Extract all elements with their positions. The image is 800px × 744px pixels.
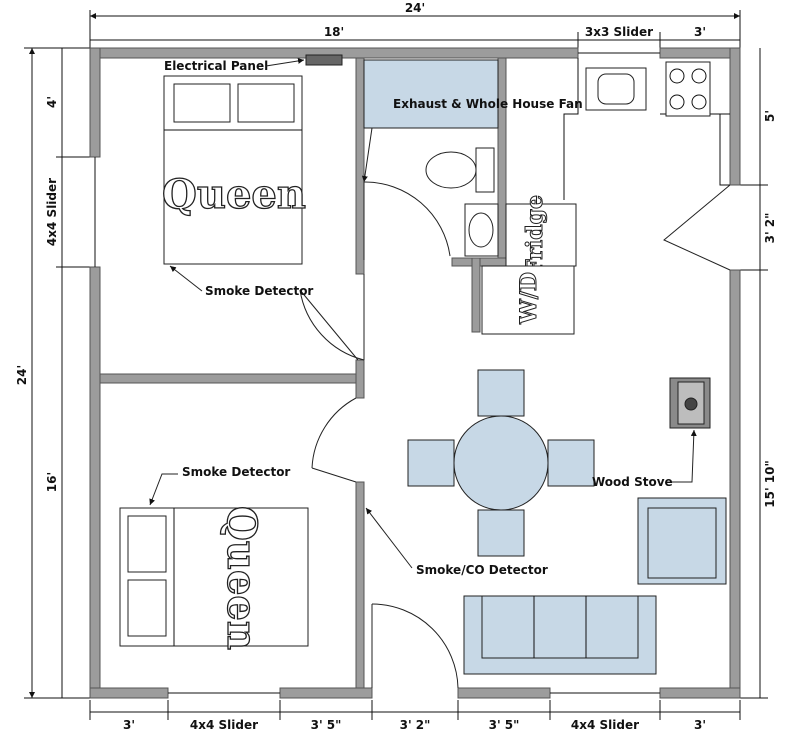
exhaust-fan-area xyxy=(363,59,499,129)
sofa xyxy=(463,595,657,675)
dim-top-slider: 3x3 Slider xyxy=(585,25,653,39)
washer-dryer-label: W/D xyxy=(516,272,542,325)
dim-right-bottom: 15' 10" xyxy=(763,460,777,508)
bed-bottom-label: Queen xyxy=(218,506,265,650)
exterior-walls xyxy=(89,47,741,699)
dim-top-right: 3' xyxy=(694,25,706,39)
bed-bottom: Queen xyxy=(119,505,309,651)
dim-bottom-6: 4x4 Slider xyxy=(571,718,639,732)
dim-right-top: 5' xyxy=(763,110,777,122)
doors xyxy=(299,181,731,689)
dim-bottom-3: 3' 5" xyxy=(311,718,342,732)
chair-left xyxy=(407,439,455,487)
dim-right-middle: 3' 2" xyxy=(763,213,777,244)
dining-set xyxy=(407,369,595,557)
dim-top-left: 18' xyxy=(324,25,344,39)
fridge: Fridge xyxy=(505,195,577,275)
wood-stove xyxy=(669,377,711,429)
label-exhaust-fan: Exhaust & Whole House Fan xyxy=(393,97,583,111)
interior-walls xyxy=(99,57,730,689)
toilet xyxy=(425,147,495,193)
label-wood-stove: Wood Stove xyxy=(592,475,673,489)
dim-bottom-2: 4x4 Slider xyxy=(190,718,258,732)
dim-left-top: 4' xyxy=(45,96,59,108)
label-smoke-detector-1: Smoke Detector xyxy=(205,284,313,298)
dining-table xyxy=(453,415,549,511)
armchair xyxy=(637,497,727,585)
chair-top xyxy=(477,369,525,417)
dim-top-total: 24' xyxy=(405,1,425,15)
dimension-lines xyxy=(24,10,768,720)
bathroom-sink xyxy=(464,203,499,257)
dim-left-slider: 4x4 Slider xyxy=(45,178,59,246)
chair-bottom xyxy=(477,509,525,557)
bed-top-label: Queen xyxy=(162,171,306,218)
stove xyxy=(665,61,711,117)
dim-left-total: 24' xyxy=(15,365,29,385)
dim-bottom-5: 3' 5" xyxy=(489,718,520,732)
chair-right xyxy=(547,439,595,487)
kitchen-sink xyxy=(585,67,647,111)
electrical-panel xyxy=(305,54,343,66)
fridge-label: Fridge xyxy=(522,195,548,275)
dim-left-bottom: 16' xyxy=(45,472,59,492)
bed-top: Queen xyxy=(161,75,307,265)
dim-bottom-4: 3' 2" xyxy=(400,718,431,732)
label-smoke-detector-2: Smoke Detector xyxy=(182,465,290,479)
label-electrical-panel: Electrical Panel xyxy=(164,59,268,73)
label-smoke-co-detector: Smoke/CO Detector xyxy=(416,563,548,577)
washer-dryer: W/D xyxy=(481,265,575,335)
dim-bottom-7: 3' xyxy=(694,718,706,732)
dim-bottom-1: 3' xyxy=(123,718,135,732)
